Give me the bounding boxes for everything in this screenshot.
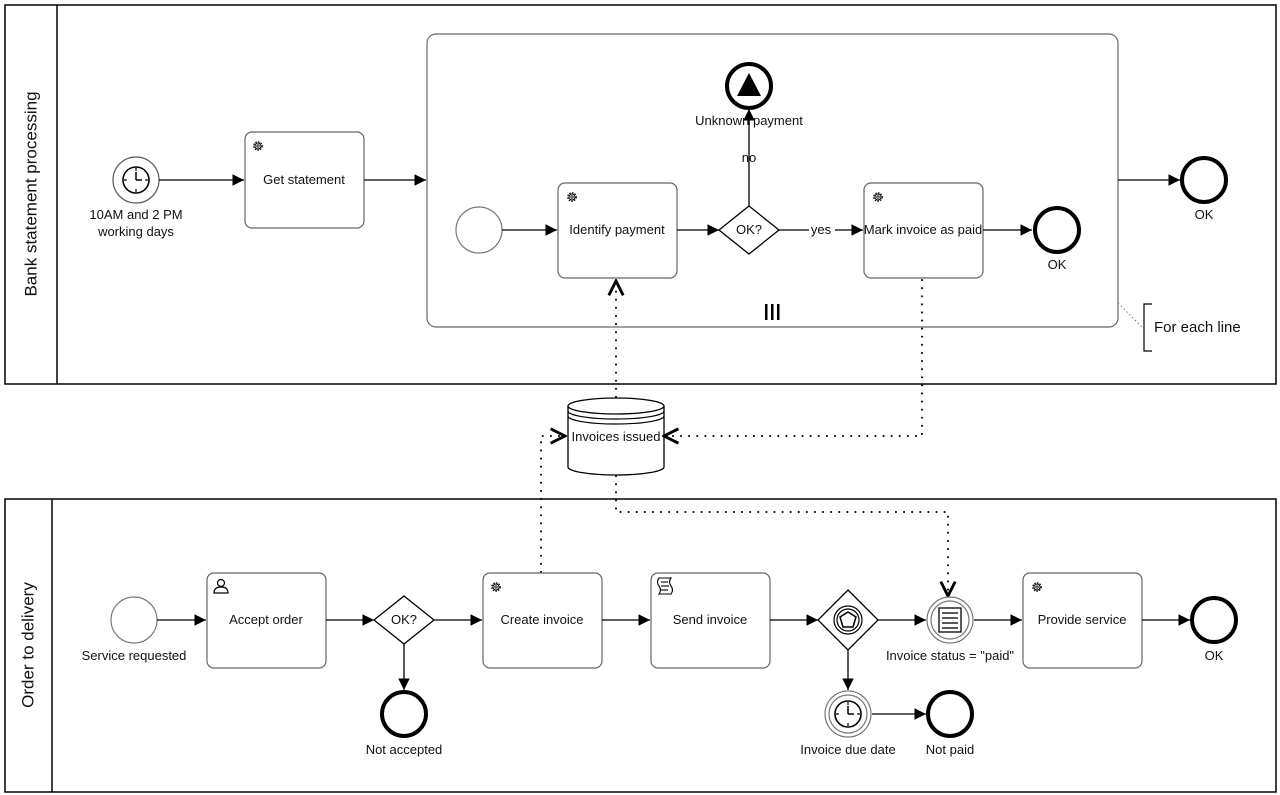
user-icon bbox=[213, 578, 229, 594]
conditional-intermediate-event[interactable] bbox=[926, 596, 974, 644]
subprocess-start-event[interactable] bbox=[455, 206, 503, 254]
task-identify-payment[interactable]: Identify payment bbox=[557, 182, 678, 279]
script-icon bbox=[656, 577, 674, 595]
task-label: Mark invoice as paid bbox=[864, 222, 983, 237]
end-label-not-paid: Not paid bbox=[926, 742, 974, 757]
flow-label-yes: yes bbox=[811, 222, 832, 237]
task-create-invoice[interactable]: Create invoice bbox=[482, 572, 603, 669]
data-associations bbox=[540, 279, 948, 596]
intermediate-label-due-date: Invoice due date bbox=[800, 742, 895, 757]
annotation-label: For each line bbox=[1154, 319, 1241, 336]
pool-label-bank: Bank statement processing bbox=[21, 91, 40, 296]
task-mark-invoice-paid[interactable]: Mark invoice as paid bbox=[863, 182, 984, 279]
task-label: Get statement bbox=[263, 172, 345, 187]
clock-icon bbox=[122, 166, 150, 194]
gateway-ok-subprocess[interactable]: OK? bbox=[717, 205, 781, 255]
timer-start-label-line1: 10AM and 2 PM bbox=[89, 207, 182, 222]
gateway-ok-order[interactable]: OK? bbox=[372, 595, 436, 645]
end-event-unknown-payment[interactable] bbox=[725, 62, 773, 110]
pool-label-order: Order to delivery bbox=[18, 582, 37, 708]
task-send-invoice[interactable]: Send invoice bbox=[650, 572, 771, 669]
end-event-not-accepted[interactable] bbox=[380, 690, 428, 738]
data-store-invoices-issued[interactable]: Invoices issued bbox=[567, 397, 665, 476]
task-provide-service[interactable]: Provide service bbox=[1022, 572, 1143, 669]
end-event-not-paid[interactable] bbox=[926, 690, 974, 738]
end-label-bank-ok: OK bbox=[1195, 207, 1214, 222]
end-event-bank-ok[interactable] bbox=[1180, 156, 1228, 204]
task-label: Identify payment bbox=[569, 222, 665, 237]
subprocess-per-line[interactable] bbox=[426, 33, 1119, 328]
multi-instance-marker bbox=[765, 304, 780, 320]
document-lines-icon bbox=[938, 607, 962, 633]
timer-start-event[interactable] bbox=[112, 156, 160, 204]
end-event-subprocess-ok[interactable] bbox=[1033, 206, 1081, 254]
text-annotation[interactable]: For each line bbox=[1117, 302, 1241, 352]
task-get-statement[interactable]: Get statement bbox=[244, 131, 365, 229]
pool-order-to-delivery: Order to delivery bbox=[4, 498, 1277, 793]
event-based-gateway[interactable] bbox=[817, 589, 879, 651]
gateway-label: OK? bbox=[391, 612, 417, 627]
task-label: Send invoice bbox=[673, 612, 747, 627]
start-event-service-requested[interactable] bbox=[110, 596, 158, 644]
intermediate-label-invoice-status: Invoice status = "paid" bbox=[886, 648, 1014, 663]
task-label: Accept order bbox=[229, 612, 303, 627]
end-label-order-ok: OK bbox=[1205, 648, 1224, 663]
end-label-not-accepted: Not accepted bbox=[366, 742, 443, 757]
task-label: Create invoice bbox=[500, 612, 583, 627]
clock-icon bbox=[834, 700, 862, 728]
timer-intermediate-event[interactable] bbox=[824, 690, 872, 738]
task-accept-order[interactable]: Accept order bbox=[206, 572, 327, 669]
timer-start-label-line2: working days bbox=[97, 224, 174, 239]
data-store-label: Invoices issued bbox=[572, 429, 661, 444]
task-label: Provide service bbox=[1038, 612, 1127, 627]
flow-label-no: no bbox=[742, 150, 756, 165]
gateway-label: OK? bbox=[736, 222, 762, 237]
end-label-subprocess-ok: OK bbox=[1048, 257, 1067, 272]
end-event-order-ok[interactable] bbox=[1190, 596, 1238, 644]
start-label: Service requested bbox=[82, 648, 187, 663]
pentagon-icon bbox=[839, 611, 857, 628]
escalation-icon bbox=[737, 73, 761, 96]
